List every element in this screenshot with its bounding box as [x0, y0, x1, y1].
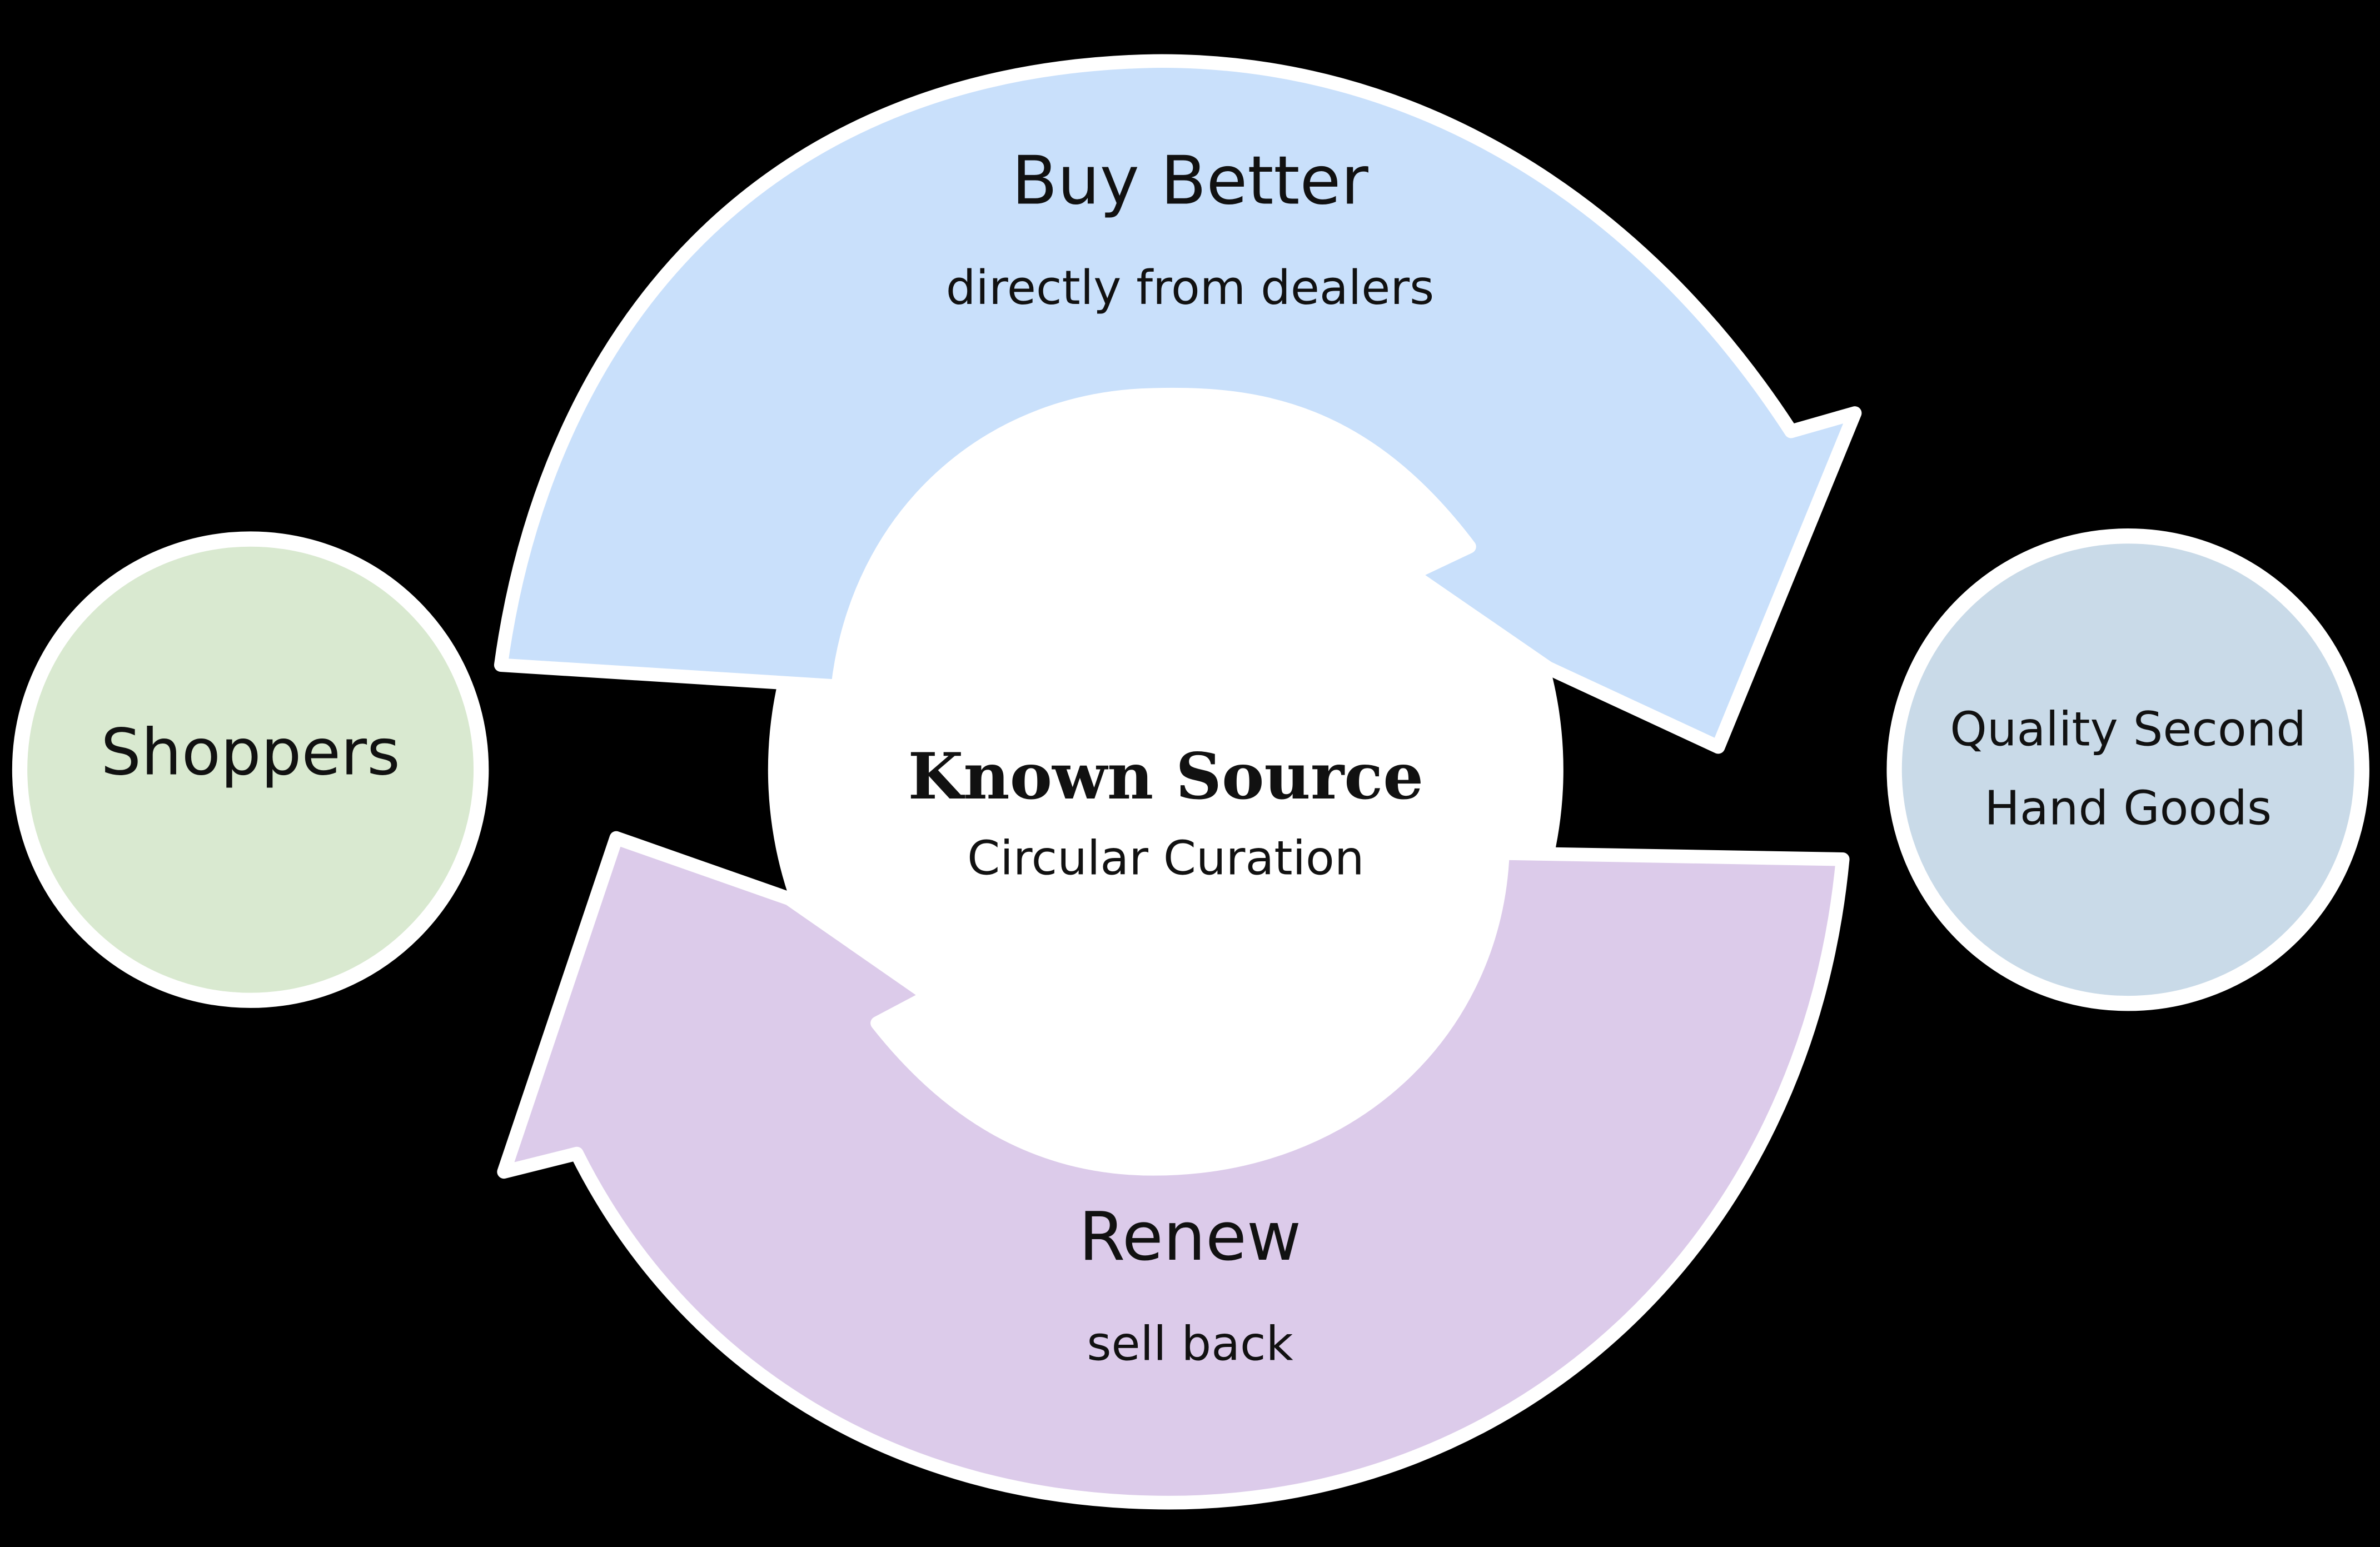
- goods-node: Quality Second Hand Goods: [1886, 528, 2369, 1011]
- buy-better-arrow: Buy Better directly from dealers: [494, 54, 1862, 754]
- shoppers-circle: [12, 531, 489, 1008]
- center-title: Known Source: [908, 739, 1424, 814]
- shoppers-label: Shoppers: [101, 716, 400, 790]
- renew-arrow: Renew sell back: [497, 831, 1850, 1510]
- goods-label-line2: Hand Goods: [1984, 780, 2272, 835]
- buy-better-subtitle: directly from dealers: [946, 260, 1435, 315]
- goods-circle: [1886, 528, 2369, 1011]
- renew-arrow-shape: [497, 831, 1850, 1510]
- shoppers-node: Shoppers: [12, 531, 489, 1008]
- center-hub: [768, 372, 1564, 1167]
- buy-better-title: Buy Better: [1012, 142, 1368, 220]
- center-subtitle: Circular Curation: [967, 831, 1364, 886]
- center-circle: [768, 372, 1564, 1167]
- buy-better-arrow-shape: [494, 54, 1862, 754]
- renew-subtitle: sell back: [1087, 1316, 1293, 1371]
- renew-title: Renew: [1079, 1198, 1301, 1276]
- goods-label-line1: Quality Second: [1950, 701, 2306, 756]
